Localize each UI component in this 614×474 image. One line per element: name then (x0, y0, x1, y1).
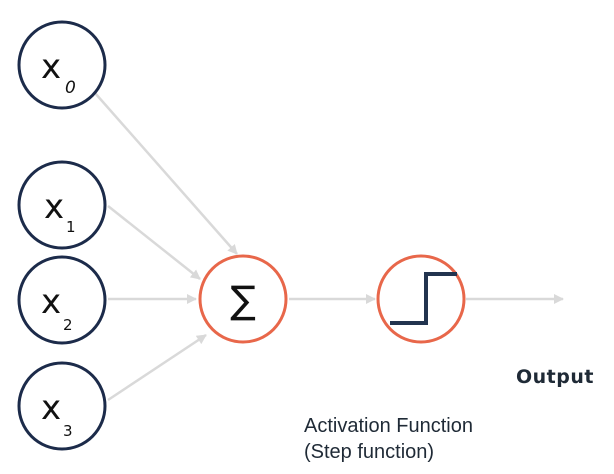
input-node-x3: x 3 (17, 361, 107, 451)
arrow-x0-to-sum (94, 92, 238, 255)
activation-caption-line2: (Step function) (304, 441, 435, 463)
activation-node (376, 254, 466, 344)
input-x2-subscript: 2 (63, 316, 73, 334)
input-x2-letter: x (41, 282, 61, 322)
activation-caption: Activation Function (Step function) (304, 413, 473, 465)
activation-caption-line1: Activation Function (304, 415, 473, 437)
step-function-icon (390, 272, 457, 325)
output-label: Output (516, 366, 594, 388)
input-x1-subscript: 1 (66, 218, 76, 236)
sigma-icon: ∑ (230, 278, 256, 322)
input-x1-letter: x (44, 187, 64, 227)
summation-node: ∑ (198, 254, 288, 344)
connection-arrows (94, 92, 564, 402)
input-x0-subscript: 0 (65, 78, 76, 98)
input-node-x0: x 0 (17, 20, 107, 110)
input-x0-letter: x (41, 47, 61, 87)
arrow-x3-to-sum (107, 333, 207, 402)
input-x3-subscript: 3 (63, 422, 73, 440)
input-node-x2: x 2 (17, 255, 107, 345)
input-node-x1: x 1 (17, 160, 107, 250)
input-x3-letter: x (41, 388, 61, 428)
arrow-x1-to-sum (107, 205, 201, 280)
